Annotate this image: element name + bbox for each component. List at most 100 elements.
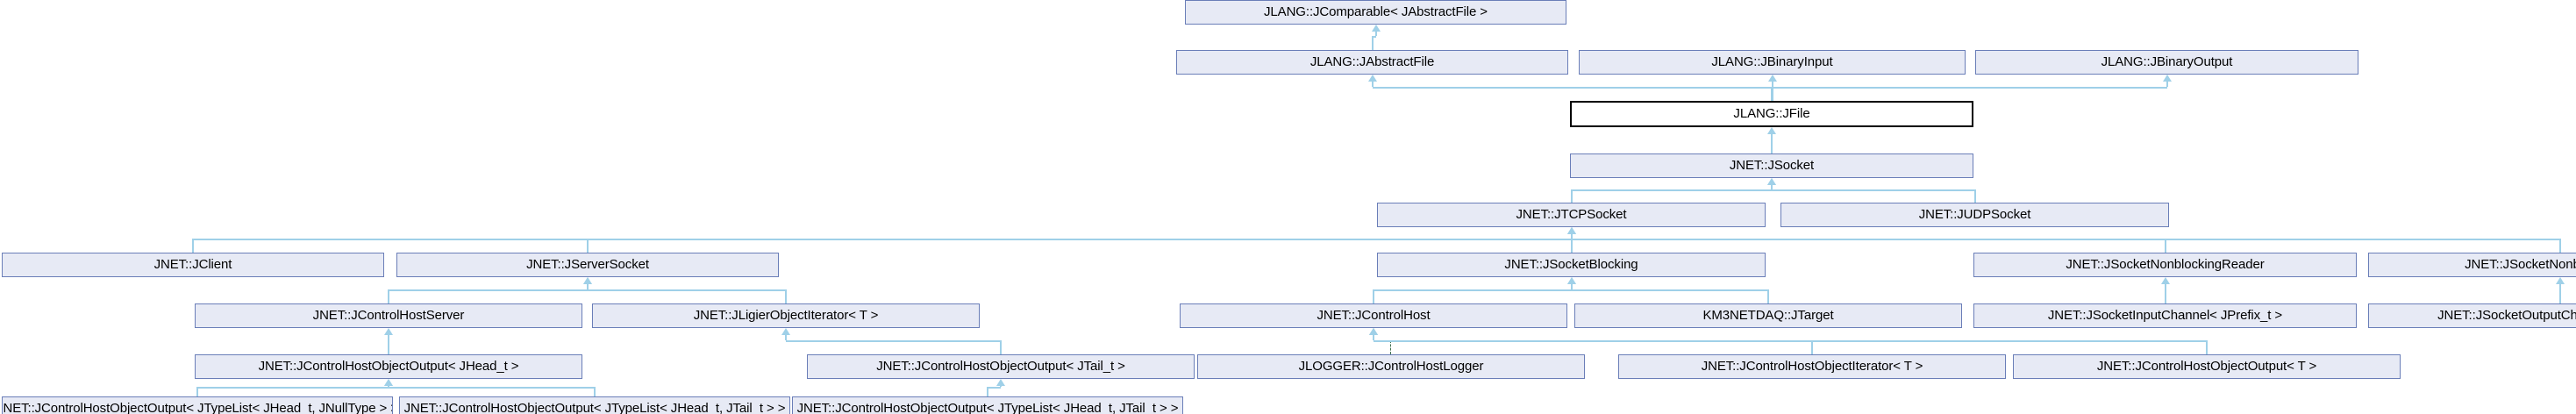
edge-vertical bbox=[192, 239, 194, 253]
class-node-label: JNET::JControlHostObjectOutput< JHead_t … bbox=[258, 359, 519, 375]
inheritance-arrow-icon bbox=[2556, 277, 2565, 284]
edge-vertical bbox=[2165, 239, 2166, 253]
edge-vertical bbox=[1571, 234, 1573, 239]
class-node-label: JNET::JControlHostObjectOutput< JTypeLis… bbox=[796, 401, 1179, 414]
class-node-label: JNET::JControlHostServer bbox=[312, 308, 465, 324]
class-node-label: KM3NETDAQ::JTarget bbox=[1702, 308, 1834, 324]
class-node-label: JLANG::JComparable< JAbstractFile > bbox=[1264, 4, 1488, 20]
class-node[interactable]: JLANG::JComparable< JAbstractFile > bbox=[1185, 0, 1566, 25]
class-node-label: JNET::JControlHostObjectOutput< JTypeLis… bbox=[403, 401, 786, 414]
inheritance-arrow-icon bbox=[583, 277, 592, 284]
class-node[interactable]: JNET::JLigierObjectIterator< T > bbox=[592, 303, 980, 328]
inheritance-arrow-icon bbox=[996, 379, 1005, 386]
class-node[interactable]: JNET::JClient bbox=[2, 253, 384, 277]
class-node[interactable]: JNET::JControlHostObjectIterator< T > bbox=[1618, 354, 2006, 379]
class-node-label: JNET::JSocketBlocking bbox=[1504, 257, 1638, 273]
class-node-label: JLANG::JBinaryOutput bbox=[2101, 54, 2233, 70]
class-node-label: JLOGGER::JControlHostLogger bbox=[1298, 359, 1484, 375]
class-node-label: JNET::JLigierObjectIterator< T > bbox=[693, 308, 879, 324]
edge-vertical bbox=[2559, 239, 2561, 253]
class-node[interactable]: JLANG::JBinaryOutput bbox=[1975, 50, 2358, 75]
class-node[interactable]: JNET::JUDPSocket bbox=[1780, 203, 2169, 227]
class-node[interactable]: JNET::JControlHostObjectOutput< JTypeLis… bbox=[792, 396, 1183, 414]
class-node[interactable]: JLANG::JAbstractFile bbox=[1176, 50, 1568, 75]
edge-vertical bbox=[1372, 36, 1374, 50]
edge-vertical bbox=[388, 386, 389, 387]
inheritance-arrow-icon bbox=[1368, 75, 1377, 82]
edge-vertical bbox=[388, 335, 389, 354]
class-node-label: JLANG::JBinaryInput bbox=[1711, 54, 1833, 70]
class-node[interactable]: KM3NETDAQ::JTarget bbox=[1574, 303, 1962, 328]
edge-vertical bbox=[1375, 32, 1377, 36]
edge-vertical bbox=[2206, 340, 2208, 354]
class-node-label: JLANG::JFile bbox=[1733, 106, 1810, 122]
edge-vertical bbox=[2166, 82, 2168, 87]
class-node[interactable]: JNET::JControlHost bbox=[1180, 303, 1567, 328]
class-node[interactable]: JNET::JControlHostObjectOutput< T > bbox=[2013, 354, 2401, 379]
class-node-label: JNET::JControlHost bbox=[1317, 308, 1431, 324]
class-node[interactable]: JNET::JControlHostObjectOutput< JTail_t … bbox=[807, 354, 1195, 379]
edge-horizontal bbox=[1373, 36, 1376, 38]
inheritance-arrow-icon bbox=[1767, 178, 1776, 185]
edge-horizontal bbox=[1572, 189, 1772, 191]
inheritance-arrow-icon bbox=[1567, 277, 1576, 284]
inheritance-arrow-icon bbox=[384, 379, 393, 386]
edge-vertical bbox=[1767, 289, 1769, 303]
inheritance-arrow-icon bbox=[1372, 25, 1381, 32]
inheritance-arrow-icon bbox=[1369, 328, 1378, 335]
class-node-label: JNET::JSocket bbox=[1729, 158, 1815, 174]
edge-vertical bbox=[987, 387, 988, 396]
class-node-label: JNET::JSocketOutputChannel< JPrefix_t > bbox=[2437, 308, 2576, 324]
class-node[interactable]: JNET::JControlHostObjectOutput< JTypeLis… bbox=[2, 396, 393, 414]
class-node-label: JLANG::JAbstractFile bbox=[1309, 54, 1435, 70]
edge-vertical bbox=[1974, 189, 1976, 203]
class-node[interactable]: JLANG::JFile bbox=[1570, 101, 1973, 127]
class-node-label: JNET::JControlHostObjectOutput< JTail_t … bbox=[876, 359, 1125, 375]
edge-horizontal bbox=[389, 289, 588, 291]
class-node[interactable]: JNET::JSocket bbox=[1570, 153, 1973, 178]
edge-vertical bbox=[1811, 340, 1813, 354]
edge-vertical bbox=[785, 289, 787, 303]
edge-vertical bbox=[1771, 134, 1773, 153]
edge-horizontal bbox=[1572, 289, 1768, 291]
class-node[interactable]: JLANG::JBinaryInput bbox=[1579, 50, 1966, 75]
edge-vertical bbox=[1571, 234, 1573, 253]
class-node[interactable]: JNET::JControlHostServer bbox=[195, 303, 582, 328]
class-node-label: JNET::JSocketNonblockingWriter bbox=[2465, 257, 2576, 273]
class-node-label: JNET::JServerSocket bbox=[526, 257, 649, 273]
class-node-label: JNET::JSocketNonblockingReader bbox=[2066, 257, 2265, 273]
edge-horizontal bbox=[1373, 87, 1772, 89]
class-node[interactable]: JNET::JSocketNonblockingWriter bbox=[2368, 253, 2576, 277]
class-node[interactable]: JLOGGER::JControlHostLogger bbox=[1197, 354, 1585, 379]
edge-horizontal bbox=[1772, 87, 2167, 89]
edge-horizontal bbox=[1374, 340, 2207, 342]
edge-horizontal bbox=[588, 239, 1572, 240]
class-node-label: JNET::JControlHostObjectIterator< T > bbox=[1701, 359, 1923, 375]
class-node-label: JNET::JClient bbox=[153, 257, 232, 273]
class-node-label: JNET::JSocketInputChannel< JPrefix_t > bbox=[2047, 308, 2283, 324]
edge-vertical bbox=[1000, 340, 1002, 354]
class-node[interactable]: JNET::JControlHostObjectOutput< JTypeLis… bbox=[399, 396, 790, 414]
edge-horizontal bbox=[1572, 239, 2560, 240]
class-node-label: JNET::JControlHostObjectOutput< JTypeLis… bbox=[2, 401, 393, 414]
edge-vertical bbox=[1771, 185, 1773, 189]
edge-vertical bbox=[388, 289, 389, 303]
edge-vertical bbox=[1772, 82, 1773, 101]
edge-horizontal bbox=[1772, 189, 1975, 191]
edge-vertical bbox=[1000, 386, 1002, 387]
inheritance-arrow-icon bbox=[384, 328, 393, 335]
class-node[interactable]: JNET::JSocketInputChannel< JPrefix_t > bbox=[1973, 303, 2357, 328]
edge-vertical bbox=[1373, 289, 1374, 303]
class-node[interactable]: JNET::JSocketBlocking bbox=[1377, 253, 1766, 277]
class-node[interactable]: JNET::JControlHostObjectOutput< JHead_t … bbox=[195, 354, 582, 379]
edge-vertical bbox=[2559, 284, 2561, 303]
edge-vertical bbox=[1373, 335, 1374, 340]
class-node[interactable]: JNET::JTCPSocket bbox=[1377, 203, 1766, 227]
edge-vertical bbox=[1372, 82, 1374, 87]
edge-vertical bbox=[1571, 189, 1573, 203]
class-node[interactable]: JNET::JServerSocket bbox=[396, 253, 779, 277]
class-node[interactable]: JNET::JSocketNonblockingReader bbox=[1973, 253, 2357, 277]
edge-vertical bbox=[587, 239, 589, 253]
class-node[interactable]: JNET::JSocketOutputChannel< JPrefix_t > bbox=[2368, 303, 2576, 328]
